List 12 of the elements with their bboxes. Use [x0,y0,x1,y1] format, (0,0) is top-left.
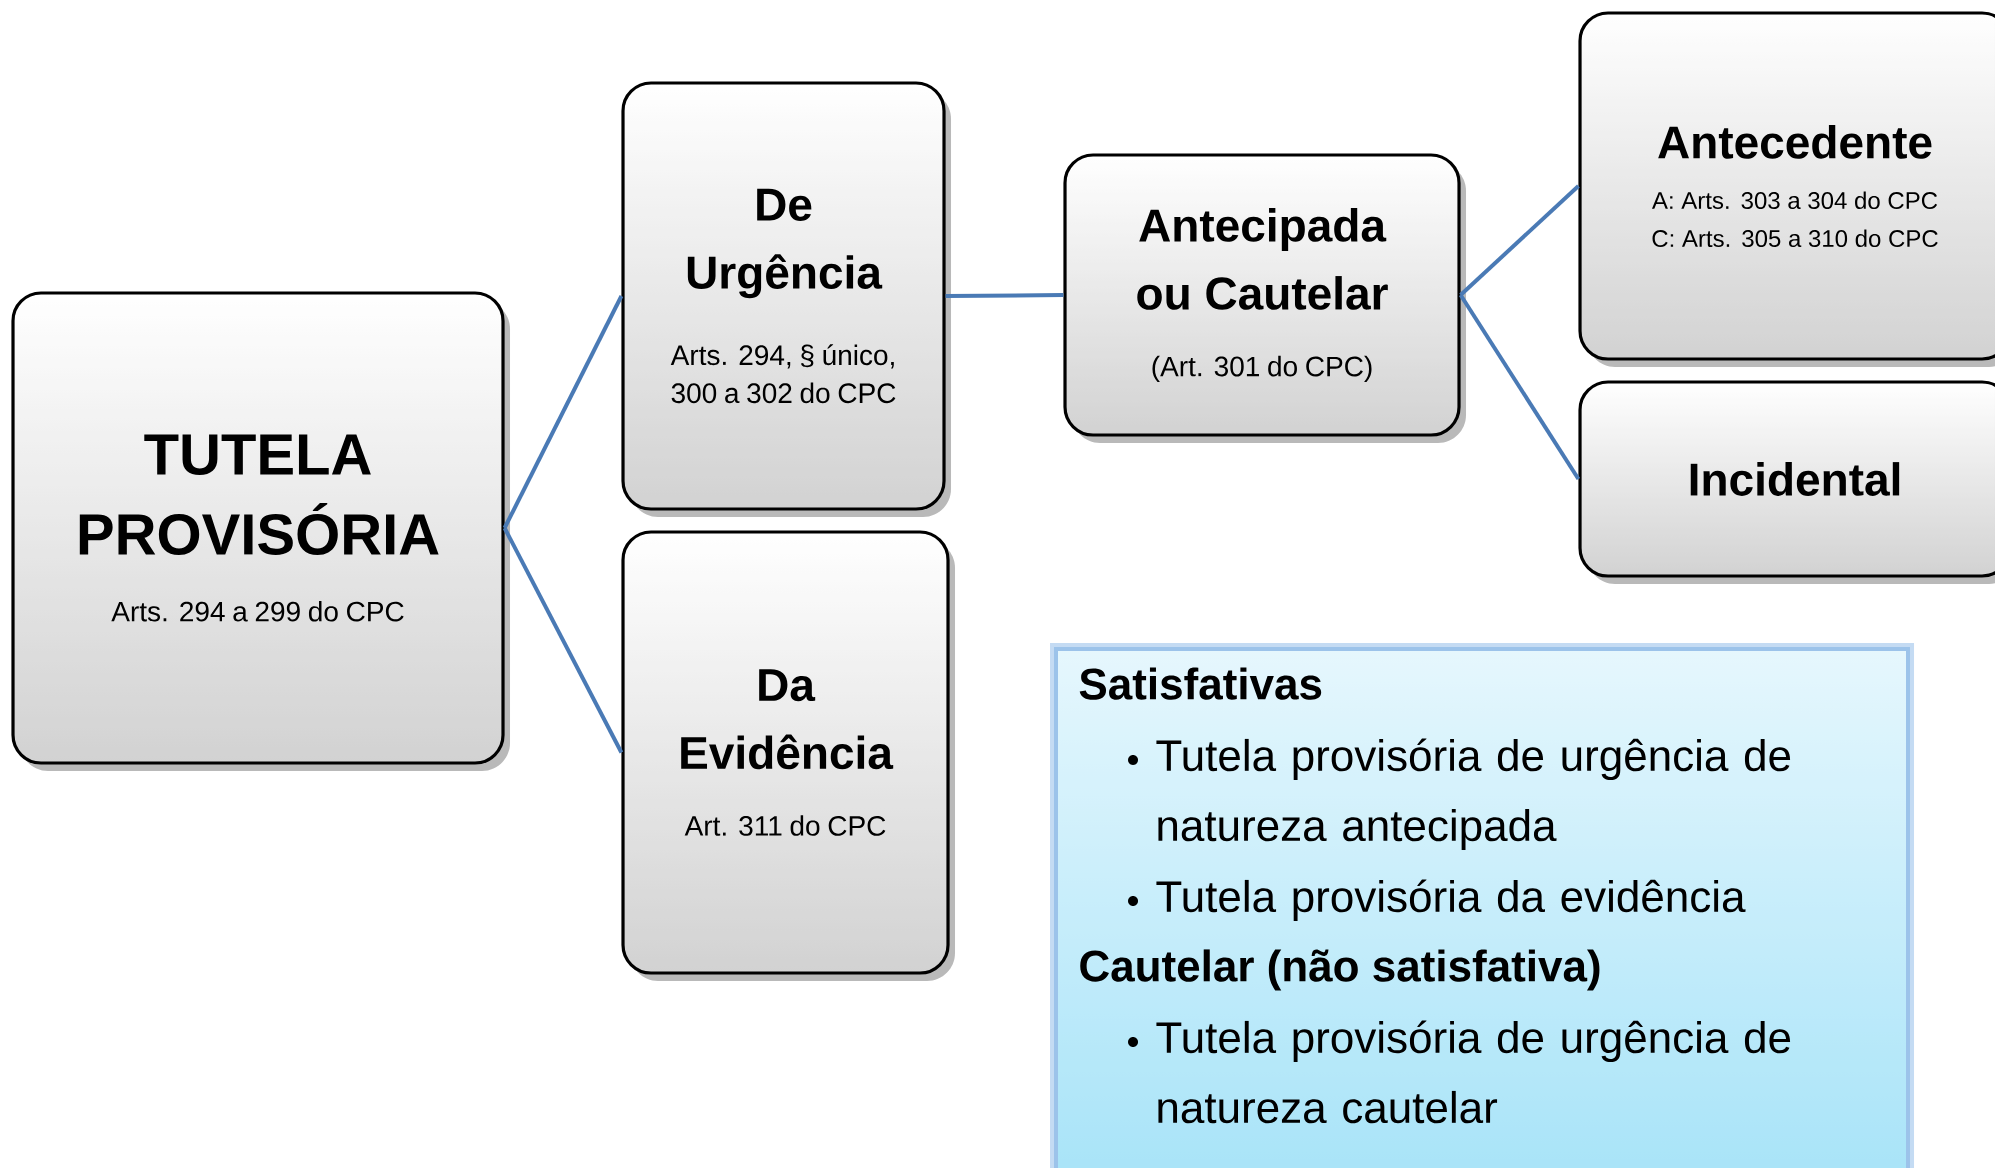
connector-line [1459,184,1580,297]
connector-line [502,295,624,529]
connector-line [502,527,624,754]
category-box: De Urgência Arts. 294, § único, 300 a 302 do CPC [621,81,951,517]
info-panel: Satisfativas Tutela provisória de urgência de natureza antecipada Tutela provisória da evidência Cautelar (não satisfativa) Tutela provisória de urgência de natureza cautelar [1050,643,1915,1168]
category-box: TUTELA PROVISÓRIA Arts. 294 a 299 do CPC [11,291,510,771]
category-box: Da Evidência Art. 311 do CPC [621,530,955,981]
connector-line [1458,293,1581,481]
connector-line [945,293,1064,298]
category-box: Antecipada ou Cautelar (Art. 301 do CPC) [1063,153,1466,443]
category-box: Antecedente A: Arts. 303 a 304 do CPC C: Arts. 305 a 310 do CPC [1578,11,1995,367]
category-box: Incidental [1578,380,1995,584]
